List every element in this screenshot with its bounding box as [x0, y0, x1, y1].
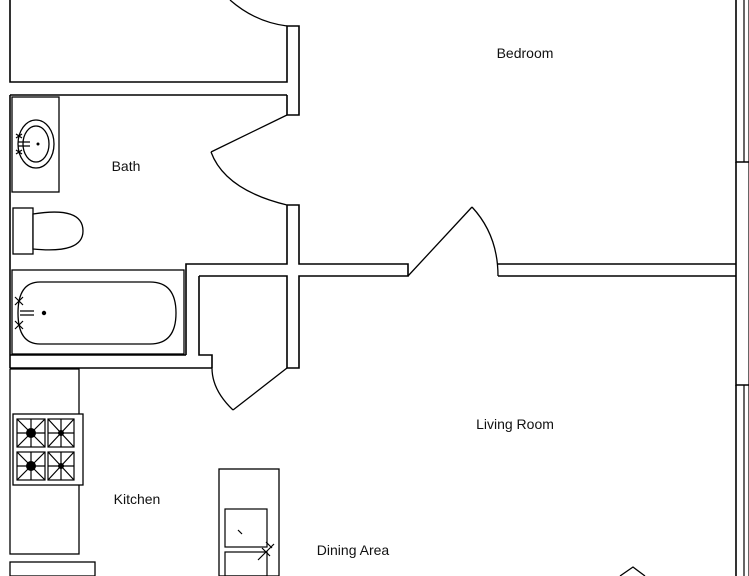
room-label-kitchen: Kitchen — [114, 491, 161, 507]
kitchen-fixtures — [9, 368, 280, 576]
room-label-living-room: Living Room — [476, 416, 554, 432]
closet-door-arc — [229, 0, 288, 27]
room-label-bath: Bath — [112, 158, 141, 174]
bath-door-arc — [210, 151, 288, 206]
kitchen-island — [218, 468, 280, 576]
stove-icon — [12, 413, 84, 486]
bath-fixtures — [11, 96, 185, 355]
walls — [9, 0, 749, 576]
kitchen-closet-door-arc — [211, 367, 234, 411]
room-labels: Bedroom Bath Living Room Kitchen Dining … — [112, 45, 554, 558]
room-label-dining-area: Dining Area — [317, 542, 390, 558]
bedroom-door-arc — [471, 206, 499, 277]
bath-door — [210, 114, 288, 153]
kitchen-closet-door — [232, 367, 288, 411]
room-label-bedroom: Bedroom — [497, 45, 554, 61]
toilet-tank-icon — [12, 207, 34, 255]
entry-door — [619, 566, 646, 576]
doors — [210, 0, 646, 576]
kitchen-sink-icon — [224, 508, 268, 548]
toilet-bowl-icon — [32, 211, 84, 251]
bedroom-door — [407, 206, 473, 277]
